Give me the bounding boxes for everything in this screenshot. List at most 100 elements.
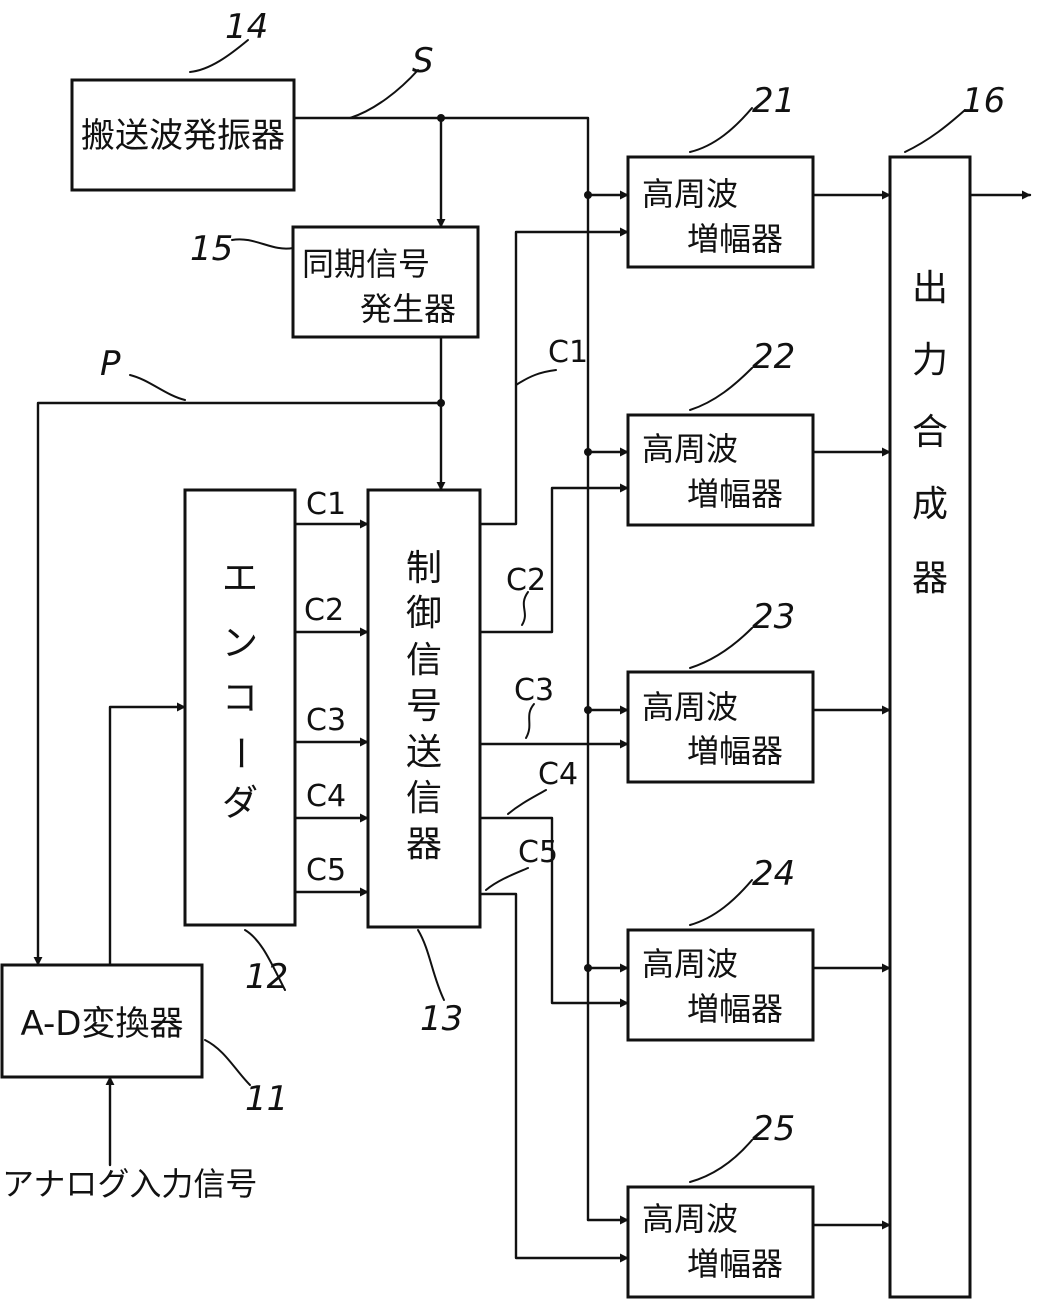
leader-11 (204, 1039, 251, 1086)
ref-24: 24 (752, 854, 795, 894)
amplifier-22-label-2: 増幅器 (687, 475, 783, 513)
control-output-wiring: C1 C2 C3 C4 C5 (478, 227, 630, 1263)
control-c3-label: C3 (514, 673, 554, 708)
output-combiner-block: 出 力 合 成 器 (888, 155, 972, 1299)
encoder-c2-label: C2 (304, 593, 344, 628)
encoder-char-5: ダ (222, 783, 258, 824)
amplifier-23-block: 高周波 増幅器 (626, 670, 815, 784)
control-c2-line (478, 483, 630, 634)
control-transmitter-char-1: 制 (406, 548, 442, 589)
amplifier-24-block: 高周波 増幅器 (626, 928, 815, 1042)
encoder-char-3: コ (222, 678, 258, 719)
amplifier-21-label-2: 増幅器 (687, 220, 783, 258)
control-c4-line (478, 816, 630, 1008)
encoder-char-1: エ (222, 558, 258, 599)
leader-16 (904, 109, 966, 153)
ref-23: 23 (752, 597, 795, 637)
encoder-c1-label: C1 (306, 487, 346, 522)
encoder-char-4: ー (219, 735, 260, 771)
input-wiring: アナログ入力信号 (2, 702, 257, 1203)
encoder-char-2: ン (222, 623, 258, 664)
carrier-junction (437, 114, 445, 122)
leader-control-c5 (485, 867, 529, 891)
carrier-dot-22 (584, 448, 592, 456)
control-c5-label: C5 (518, 835, 558, 870)
leader-15 (231, 238, 294, 250)
amplifier-25-block: 高周波 増幅器 (626, 1185, 815, 1299)
amplifier-23-label-2: 増幅器 (687, 732, 783, 770)
control-transmitter-char-3: 信 (406, 640, 442, 681)
control-transmitter-char-5: 送 (406, 732, 442, 773)
amplifier-24-label-2: 増幅器 (687, 990, 783, 1028)
encoder-c3-label: C3 (306, 703, 346, 738)
leader-13 (417, 929, 445, 1001)
amplifier-24-label-1: 高周波 (642, 945, 738, 983)
sync-generator-block: 同期信号 発生器 (291, 225, 480, 339)
signal-s-label: S (412, 41, 434, 81)
output-combiner-char-4: 成 (912, 484, 948, 525)
leader-21 (689, 107, 753, 153)
amplifier-22-label-1: 高周波 (642, 430, 738, 468)
control-c4-label: C4 (538, 757, 578, 792)
carrier-oscillator-block: 搬送波発振器 (70, 78, 296, 192)
sync-generator-label-1: 同期信号 (302, 245, 430, 283)
output-combiner-char-5: 器 (912, 558, 948, 599)
ref-13: 13 (420, 999, 463, 1039)
amplifier-21-block: 高周波 増幅器 (626, 155, 815, 269)
ref-25: 25 (752, 1109, 795, 1149)
leader-control-c3 (525, 703, 535, 739)
encoder-output-wiring: C1 C2 C3 C4 C5 (293, 487, 370, 897)
carrier-bus (292, 116, 590, 1222)
ref-14: 14 (225, 7, 268, 47)
amplifier-25-label-1: 高周波 (642, 1200, 738, 1238)
leader-25 (689, 1139, 753, 1183)
control-c1-label: C1 (548, 335, 588, 370)
control-transmitter-block: 制 御 信 号 送 信 器 (366, 488, 482, 929)
control-c5-line (478, 892, 630, 1263)
ref-22: 22 (752, 337, 795, 377)
output-combiner-char-2: 力 (912, 340, 948, 381)
amplifier-22-block: 高周波 増幅器 (626, 413, 815, 527)
carrier-dot-23 (584, 706, 592, 714)
sync-generator-label-2: 発生器 (360, 290, 456, 328)
pulse-wiring: P (33, 335, 446, 967)
leader-control-c1 (515, 369, 557, 386)
ref-15: 15 (190, 229, 233, 269)
carrier-oscillator-label: 搬送波発振器 (81, 116, 285, 156)
encoder-c4-label: C4 (306, 779, 346, 814)
leader-23 (689, 627, 753, 669)
carrier-wiring: S (292, 41, 630, 1225)
ref-12: 12 (245, 957, 288, 997)
control-c2-label: C2 (506, 563, 546, 598)
signal-p-label: P (100, 344, 121, 384)
analog-input-label: アナログ入力信号 (2, 1165, 257, 1203)
encoder-block: エ ン コ ー ダ (183, 488, 297, 927)
amplifier-25-label-2: 増幅器 (687, 1245, 783, 1283)
ad-converter-block: A-D変換器 (0, 963, 204, 1079)
leader-s (349, 69, 419, 119)
leader-22 (689, 367, 753, 411)
control-c1-line (478, 227, 630, 526)
ref-11: 11 (245, 1079, 288, 1119)
carrier-dot-21 (584, 191, 592, 199)
leader-14 (189, 39, 249, 73)
ad-converter-label: A-D変換器 (21, 1004, 184, 1044)
ref-16: 16 (962, 81, 1005, 121)
amplifier-23-label-1: 高周波 (642, 688, 738, 726)
pulse-to-ad-line (33, 401, 443, 967)
amplifier-output-wiring (811, 190, 892, 1230)
encoder-c5-label: C5 (306, 853, 346, 888)
carrier-dot-24 (584, 964, 592, 972)
leader-control-c4 (507, 789, 547, 815)
leader-12 (244, 929, 286, 991)
control-transmitter-char-2: 御 (406, 593, 442, 634)
control-transmitter-char-4: 号 (406, 686, 442, 727)
amplifier-21-label-1: 高周波 (642, 175, 738, 213)
output-combiner-char-1: 出 (912, 268, 948, 309)
leader-control-c2 (521, 591, 529, 626)
ad-to-encoder-line (108, 702, 187, 967)
control-transmitter-char-6: 信 (406, 778, 442, 819)
leader-24 (689, 879, 753, 926)
ref-21: 21 (752, 81, 795, 121)
